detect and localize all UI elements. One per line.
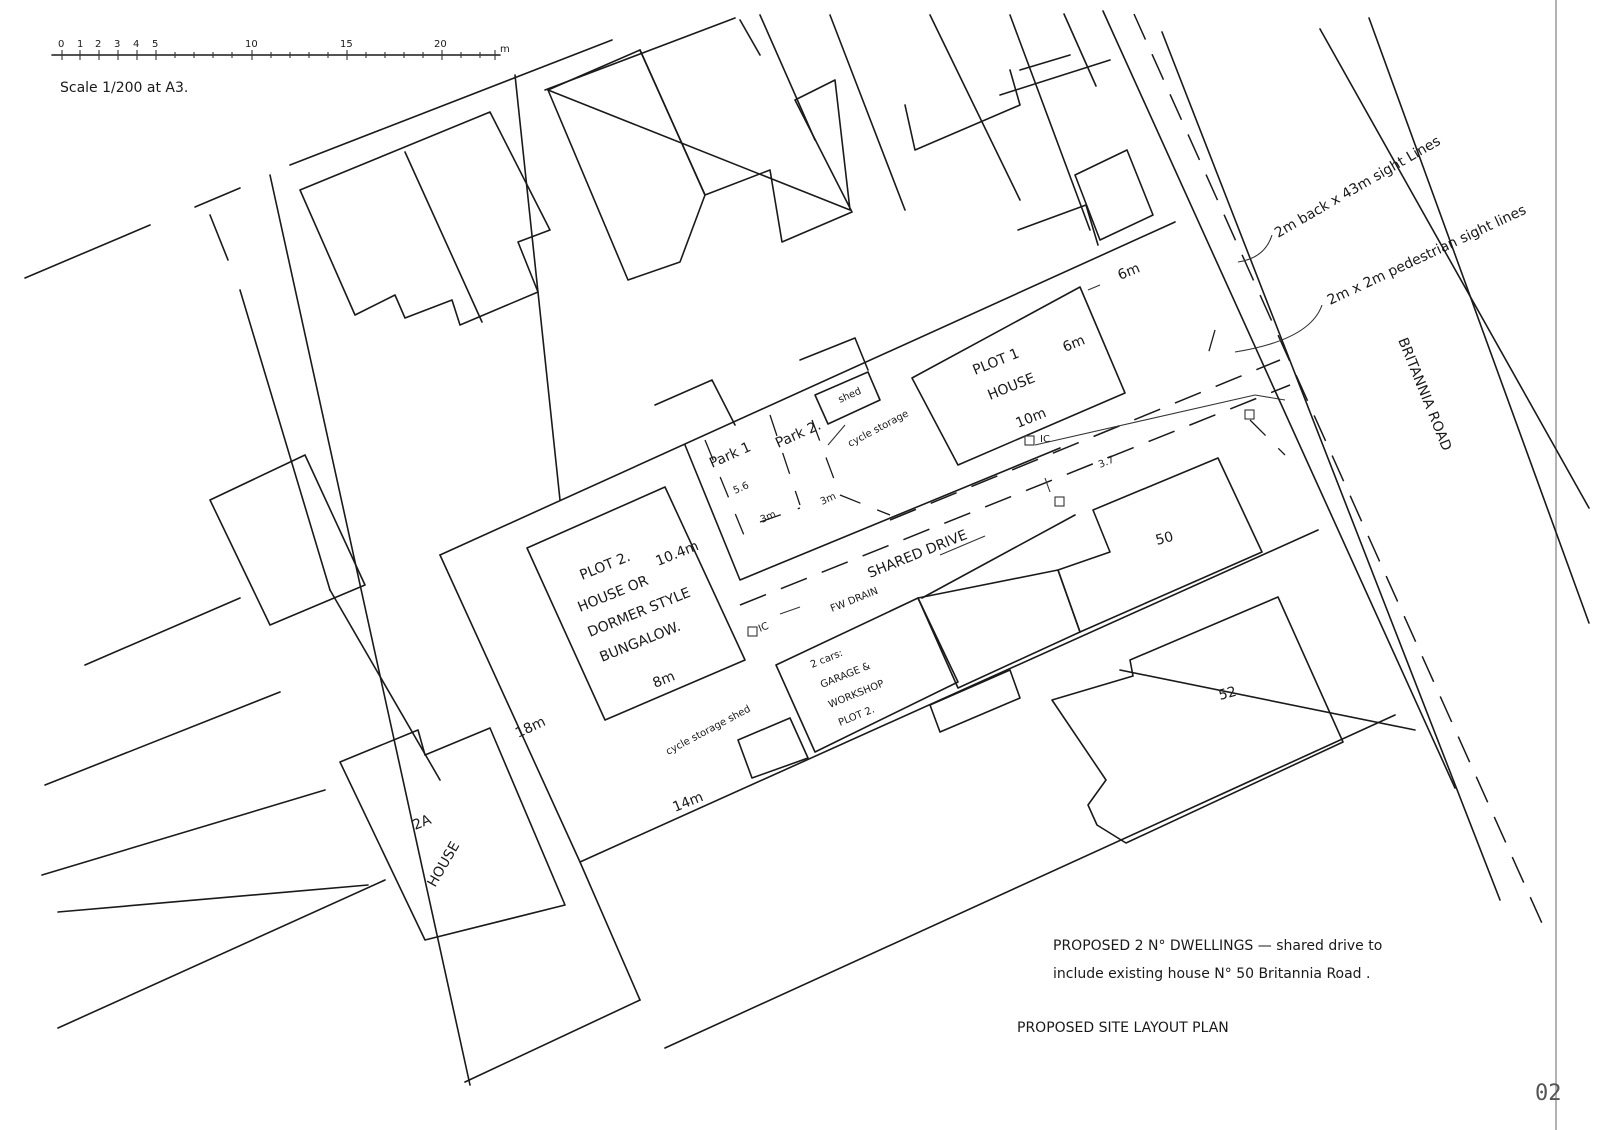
rear-dimension: 14m xyxy=(671,789,706,816)
park-2-width-label: 3m xyxy=(819,491,838,508)
sight-line-leader xyxy=(1234,304,1323,353)
house-2a xyxy=(339,727,566,941)
site-boundary xyxy=(439,221,1319,863)
house-50-label: 50 xyxy=(1154,529,1175,549)
park-1-label: Park 1 xyxy=(707,439,753,471)
scale-tick-label: 5 xyxy=(152,39,158,50)
ic-label: IC xyxy=(1040,434,1050,445)
notes-line-1: PROPOSED 2 N° DWELLINGS — shared drive t… xyxy=(1053,938,1382,954)
page-number: 02 xyxy=(1535,1081,1562,1106)
ic-label: IC xyxy=(757,621,770,635)
vehicle-sight-lines-note: 2m back x 43m sight Lines xyxy=(1272,133,1443,241)
scale-tick-label: 1 xyxy=(77,39,83,50)
plan-title: PROPOSED SITE LAYOUT PLAN xyxy=(1017,1020,1229,1036)
plot-1-depth: 6m xyxy=(1061,332,1088,355)
park-2-label: Park 2. xyxy=(773,417,823,451)
cycle-storage-shed xyxy=(737,717,809,779)
plot-2-house xyxy=(526,486,746,721)
scale-tick-label: 10 xyxy=(245,39,258,50)
house-52 xyxy=(1051,596,1416,844)
garage-workshop xyxy=(775,597,959,753)
britannia-road xyxy=(1102,10,1590,931)
plot-2-width: 8m xyxy=(651,668,678,691)
scale-unit: m xyxy=(500,44,510,55)
road-name: BRITANNIA ROAD xyxy=(1394,336,1454,454)
shed-label: shed xyxy=(837,386,863,406)
plot-1-type: HOUSE xyxy=(986,370,1038,403)
scale-tick-label: 4 xyxy=(133,39,139,50)
scale-caption: Scale 1/200 at A3. xyxy=(60,80,188,96)
shared-drive xyxy=(739,329,1291,637)
fw-drain-label: FW DRAIN xyxy=(829,586,880,615)
scale-tick-label: 3 xyxy=(114,39,120,50)
cycle-shed-label: cycle storage shed xyxy=(664,704,752,758)
house-2a-type: HOUSE xyxy=(425,839,464,890)
plot-1-front-gap: 6m xyxy=(1116,260,1143,283)
scale-tick-label: 0 xyxy=(58,39,64,50)
drive-width-label: 3.7 xyxy=(1097,455,1116,471)
plot-1-title: PLOT 1 xyxy=(971,346,1022,379)
house-2a-number: 2A xyxy=(411,812,435,834)
scale-bar: 0 1 2 3 4 5 10 15 20 m Scale 1/200 at A3… xyxy=(51,39,510,96)
garage-line1: 2 cars: xyxy=(809,648,845,671)
plot-2-depth: 10.4m xyxy=(654,538,702,570)
plot-2-title: PLOT 2. xyxy=(578,549,633,584)
notes-line-2: include existing house N° 50 Britannia R… xyxy=(1053,966,1370,982)
park-1-width-label: 3m xyxy=(759,509,778,526)
boundary-lines xyxy=(24,13,1396,1086)
shed-box xyxy=(814,371,881,425)
cycle-storage-label: cycle storage xyxy=(846,408,910,449)
plot-1-house xyxy=(911,286,1126,466)
house-50 xyxy=(917,457,1263,733)
scale-tick-label: 15 xyxy=(340,39,353,50)
park-length-label: 5.6 xyxy=(732,480,751,497)
house-52-label: 52 xyxy=(1217,684,1238,704)
side-dimension: 18m xyxy=(513,714,548,742)
neighbour-buildings xyxy=(209,49,1154,626)
sight-line-leader xyxy=(1237,234,1273,263)
scale-tick-label: 20 xyxy=(434,39,447,50)
shared-drive-label: SHARED DRIVE xyxy=(866,527,970,581)
parking-area xyxy=(684,371,1061,581)
scale-tick-label: 2 xyxy=(95,39,101,50)
